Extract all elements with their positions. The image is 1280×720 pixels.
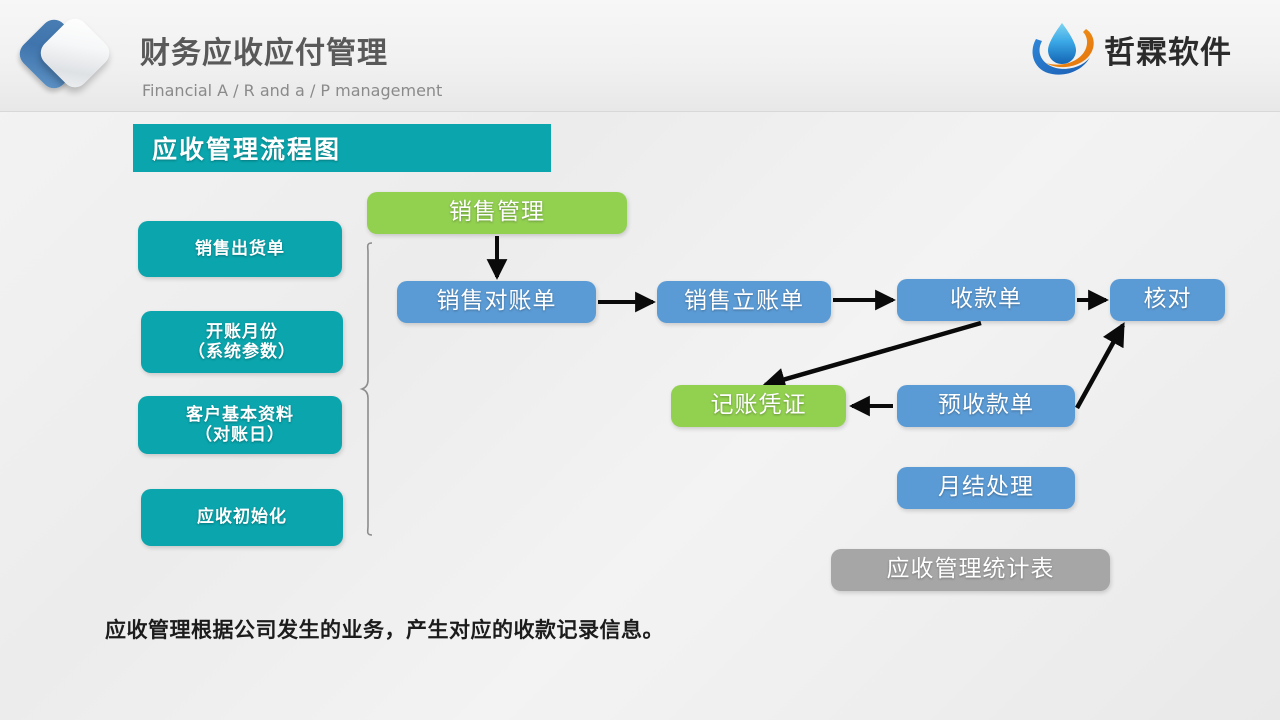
node-sales-shipment[interactable]: 销售出货单 [138, 221, 342, 277]
slide-header: 财务应收应付管理 Financial A / R and a / P manag… [0, 0, 1280, 112]
node-open-month[interactable]: 开账月份（系统参数） [141, 311, 343, 373]
node-ar-statistics-report[interactable]: 应收管理统计表 [831, 549, 1110, 591]
brand-name: 哲霖软件 [1104, 35, 1232, 71]
section-banner: 应收管理流程图 [133, 124, 551, 172]
page-title: 财务应收应付管理 [140, 36, 388, 71]
node-sales-reconciliation[interactable]: 销售对账单 [397, 281, 596, 323]
header-divider [0, 111, 1280, 112]
node-month-end-closing[interactable]: 月结处理 [897, 467, 1075, 509]
node-receipt-voucher[interactable]: 收款单 [897, 279, 1075, 321]
edge-receipt-to-voucher [761, 320, 982, 391]
node-sales-establishment[interactable]: 销售立账单 [657, 281, 831, 323]
water-drop-swoosh-icon [1032, 23, 1094, 75]
node-customer-master[interactable]: 客户基本资料（对账日） [138, 396, 342, 454]
diamond-logo-icon [14, 12, 120, 100]
node-accounting-voucher[interactable]: 记账凭证 [671, 385, 846, 427]
node-ar-initialization[interactable]: 应收初始化 [141, 489, 343, 546]
brand-logo: 哲霖软件 [1028, 14, 1244, 84]
slide-caption: 应收管理根据公司发生的业务，产生对应的收款记录信息。 [105, 618, 664, 642]
edge-prepay-to-check [1075, 322, 1125, 410]
prerequisite-brace [359, 242, 373, 536]
node-sales-management[interactable]: 销售管理 [367, 192, 627, 234]
node-check-off[interactable]: 核对 [1110, 279, 1225, 321]
page-subtitle: Financial A / R and a / P management [142, 81, 443, 100]
node-prepayment-receipt[interactable]: 预收款单 [897, 385, 1075, 427]
section-banner-label: 应收管理流程图 [152, 135, 342, 164]
